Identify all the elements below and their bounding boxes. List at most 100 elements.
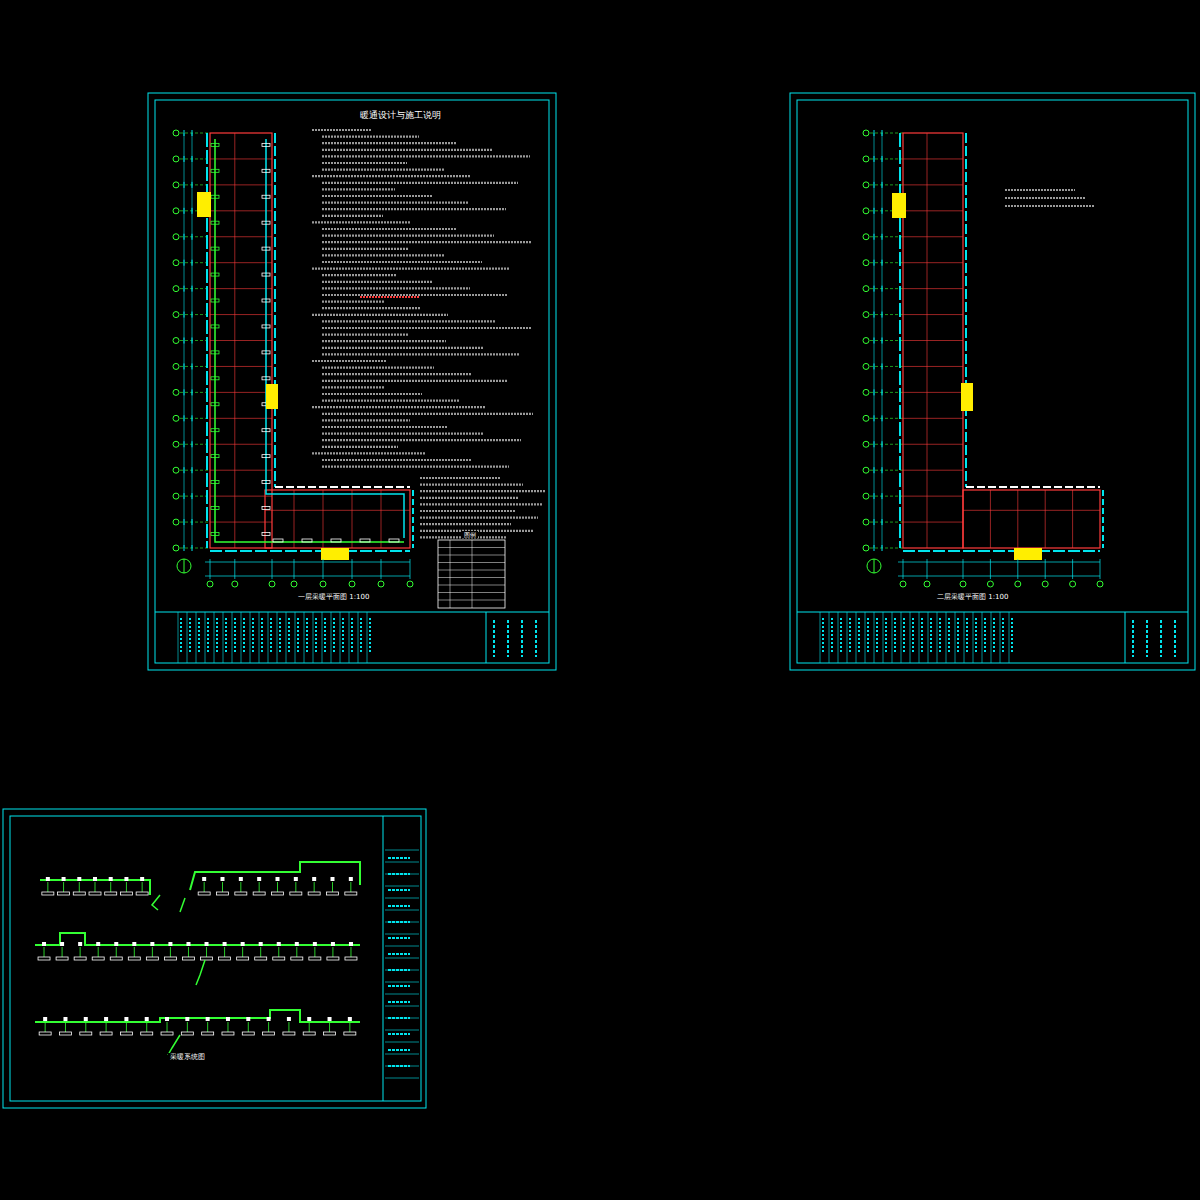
room-outline <box>210 133 272 548</box>
drawing-line <box>865 612 866 663</box>
radiator-symbol <box>327 892 339 895</box>
drawing-line <box>352 559 353 579</box>
drawing-line <box>1072 490 1073 548</box>
drawing-line <box>192 133 193 548</box>
note-text-stroke <box>1005 189 1075 191</box>
note-text-stroke <box>322 446 398 448</box>
axis-bubble <box>173 286 179 292</box>
axis-bubble <box>232 581 238 587</box>
valve-symbol <box>205 942 209 946</box>
riser-pipe <box>180 898 185 912</box>
axis-bubble <box>349 581 355 587</box>
drawing-line <box>210 262 272 263</box>
axis-line <box>870 184 903 185</box>
drawing-line <box>350 947 351 957</box>
note-text-stroke <box>322 254 445 256</box>
drawing-line <box>486 612 487 663</box>
radiator-symbol <box>39 1032 51 1035</box>
riser-pipe <box>152 895 160 910</box>
axis-bubble <box>207 581 213 587</box>
valve-symbol <box>124 1017 128 1021</box>
drawing-line <box>295 882 296 892</box>
radiator-symbol <box>80 1032 92 1035</box>
axis-bubble <box>173 156 179 162</box>
drawing-line <box>385 874 419 875</box>
valve-symbol <box>246 1017 250 1021</box>
pipe-line <box>215 139 404 542</box>
note-text-stroke <box>322 466 509 468</box>
axis-line <box>870 522 903 523</box>
drawing-line <box>277 882 278 892</box>
drawing-line <box>232 612 233 663</box>
drawing-line <box>903 496 963 497</box>
drawing-line <box>187 612 188 663</box>
radiator-symbol <box>273 539 283 542</box>
radiator-symbol <box>219 957 231 960</box>
radiator-symbol <box>242 1032 254 1035</box>
drawing-line <box>259 612 260 663</box>
radiator-symbol <box>262 377 270 380</box>
note-text-stroke <box>322 136 419 138</box>
axis-line <box>870 496 903 497</box>
drawing-line <box>385 1018 419 1019</box>
axis-line <box>870 262 903 263</box>
radiator-symbol <box>161 1032 173 1035</box>
radiator-symbol <box>100 1032 112 1035</box>
drawing-line <box>210 392 272 393</box>
drawing-line <box>385 958 419 959</box>
drawing-line <box>352 490 353 548</box>
note-text-stroke <box>322 433 484 435</box>
room-outline <box>963 490 1100 548</box>
note-text-stroke <box>322 208 506 210</box>
drawing-line <box>385 910 419 911</box>
drawing-line <box>903 340 963 341</box>
radiator-symbol <box>146 957 158 960</box>
radiator-symbol <box>291 957 303 960</box>
drawing-line <box>383 816 384 1101</box>
drawing-line <box>210 522 272 523</box>
radiator-symbol <box>255 957 267 960</box>
drawing-line <box>95 882 96 892</box>
radiator-symbol <box>211 507 219 510</box>
drawing-line <box>1072 559 1073 579</box>
radiator-symbol <box>222 1032 234 1035</box>
title-block-mark <box>912 618 914 652</box>
legend-table <box>438 540 505 608</box>
drawing-line <box>187 1022 188 1032</box>
radiator-symbol <box>181 1032 193 1035</box>
radiator-symbol <box>327 957 339 960</box>
title-block-mark <box>984 618 986 652</box>
note-text-stroke <box>322 215 383 217</box>
valve-symbol <box>60 942 64 946</box>
wall-line <box>903 550 1100 552</box>
drawing-line <box>214 612 215 663</box>
valve-symbol <box>295 942 299 946</box>
title-block-mark <box>1174 620 1176 657</box>
radiator-symbol <box>211 325 219 328</box>
drawing-line <box>903 559 904 579</box>
radiator-symbol <box>262 299 270 302</box>
drawing-line <box>874 559 875 573</box>
drawing-line <box>991 612 992 663</box>
axis-line <box>870 314 903 315</box>
note-text-stroke <box>322 261 482 263</box>
drawing-line <box>901 612 902 663</box>
valve-symbol <box>109 877 113 881</box>
valve-symbol <box>84 1017 88 1021</box>
drawing-line <box>227 1022 228 1032</box>
axis-bubble <box>863 519 869 525</box>
drawing-line <box>272 559 273 579</box>
drawing-line <box>210 184 272 185</box>
drawing-line <box>167 1022 168 1032</box>
drawing-line <box>874 612 875 663</box>
note-text-stroke <box>322 439 521 441</box>
dimension-line <box>898 562 1100 563</box>
radiator-symbol <box>56 957 68 960</box>
note-text-stroke <box>322 393 422 395</box>
note-text-stroke <box>312 360 387 362</box>
note-text-stroke <box>322 301 384 303</box>
title-block-mark <box>1160 620 1162 657</box>
dimension-line <box>205 576 410 577</box>
radiator-symbol <box>309 957 321 960</box>
axis-bubble <box>863 286 869 292</box>
